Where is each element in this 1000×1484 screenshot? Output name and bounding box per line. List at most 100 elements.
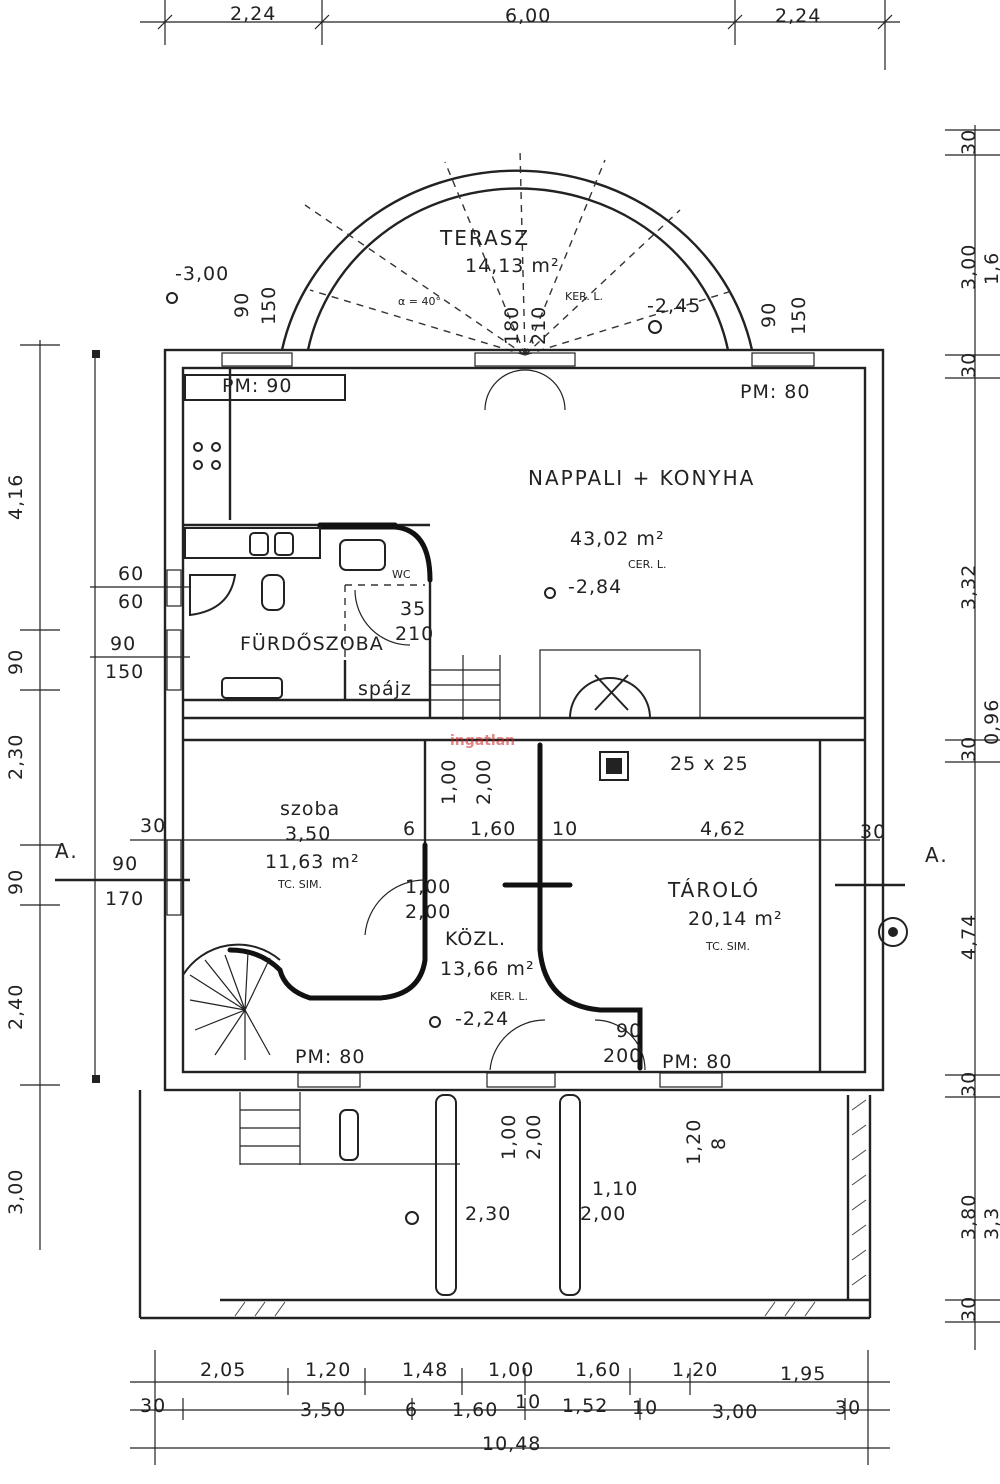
door-front1-h: 2,00: [523, 1114, 545, 1160]
bottom2-dim-4: 1,60: [452, 1399, 498, 1421]
dim-wall-6: 6: [403, 818, 416, 840]
right-dim-9: 30: [958, 1296, 980, 1322]
living-area: 43,02 m²: [570, 528, 665, 550]
terrace-area: 14,13 m²: [465, 255, 560, 277]
storage-floor: TC. SIM.: [705, 940, 750, 953]
door-swings: [354, 369, 646, 1071]
bottom-total: 10,48: [482, 1433, 541, 1455]
gas-meter-circle: [878, 917, 908, 947]
living-name: NAPPALI + KONYHA: [528, 466, 755, 490]
door-side-w: 1,20: [683, 1119, 705, 1165]
door-side-h: 8: [708, 1137, 730, 1150]
door-taro-h: 200: [603, 1045, 642, 1067]
win3-h: 170: [105, 888, 144, 910]
door-main-h: 2,00: [473, 759, 495, 805]
storage-name: TÁROLÓ: [667, 878, 760, 902]
left-dim-3: 2,30: [5, 734, 27, 780]
level-marker: [648, 320, 662, 334]
vent-label: 25 x 25: [670, 753, 749, 775]
hall-name: KÖZL.: [445, 927, 506, 950]
room-floor: TC. SIM.: [277, 878, 322, 891]
outer-walls: [163, 348, 885, 1092]
bottom2-dim-9: 30: [835, 1397, 861, 1419]
win1-h: 60: [118, 591, 144, 613]
top-dim-left: 2,24: [230, 3, 276, 25]
window-labels: PM: 90 PM: 80 PM: 80 PM: 80: [222, 375, 809, 1073]
terrace-level-left: -3,00: [175, 263, 229, 285]
room-labels: NAPPALI + KONYHA 43,02 m² CER. L. -2,84 …: [240, 466, 782, 1030]
level-marker: [544, 587, 556, 599]
terrace-angle: α = 40°: [398, 295, 441, 308]
bottom-dim-5: 1,60: [575, 1359, 621, 1381]
top-dim-right: 2,24: [775, 5, 821, 27]
terrace-arc: TERASZ 14,13 m² KER. L. -2,45 -3,00 α = …: [166, 149, 810, 356]
right-edge-2: 0,96: [981, 699, 1000, 745]
hall-area: 13,66 m²: [440, 958, 535, 980]
win2-h: 150: [105, 661, 144, 683]
left-dim-2: 90: [5, 649, 27, 675]
bath-door-w: 35: [400, 598, 426, 620]
room-width: 3,50: [285, 823, 331, 845]
spiral-stair: [182, 943, 281, 1060]
bottom-dim-1: 2,05: [200, 1359, 246, 1381]
bathroom-fixtures: [189, 574, 425, 699]
door-taro-w: 90: [616, 1020, 642, 1042]
right-dimension-line: 30 3,00 30 3,32 30 4,74 30 3,80 30 1,6 0…: [835, 125, 1000, 1350]
right-dim-8: 3,80: [958, 1194, 980, 1240]
left-dim-5: 2,40: [5, 984, 27, 1030]
curved-partitions: [227, 522, 643, 1071]
terrace-door-left-h: 150: [258, 286, 280, 325]
bottom-dimension-lines: 2,05 1,20 1,48 1,00 1,60 1,20 1,95 30 3,…: [130, 1350, 890, 1465]
right-dim-5: 30: [958, 736, 980, 762]
hall-floor: KER. L.: [490, 990, 528, 1003]
bottom2-dim-8: 3,00: [712, 1401, 758, 1423]
terrace-door-left-w: 90: [231, 292, 253, 318]
door-front2-h: 2,00: [580, 1203, 626, 1225]
right-dim-1: 30: [958, 129, 980, 155]
bottom2-dim-3: 6: [405, 1399, 418, 1421]
bottom-dim-3: 1,48: [402, 1359, 448, 1381]
left-dim-6: 3,00: [5, 1169, 27, 1215]
window-label: PM: 80: [295, 1046, 365, 1068]
door-hall-h: 2,00: [405, 901, 451, 923]
wc-label: WC: [392, 568, 411, 581]
bottom2-dim-6: 1,52: [562, 1395, 608, 1417]
terrace-floor: KER. L.: [565, 290, 603, 303]
vent-shaft: [599, 751, 629, 781]
terrace-door-right-h: 150: [788, 296, 810, 335]
bottom2-dim-5: 10: [515, 1391, 541, 1413]
dim-hall-width: 1,60: [470, 818, 516, 840]
terrace-level: -2,45: [647, 295, 701, 317]
terrace-door-center-w: 180: [501, 306, 523, 345]
level-marker: [429, 1016, 441, 1028]
stairs-center: [430, 655, 501, 720]
right-dim-2: 3,00: [958, 244, 980, 290]
dim-wall-right: 30: [860, 821, 886, 843]
door-hall-w: 1,00: [405, 876, 451, 898]
bottom2-dim-2: 3,50: [300, 1399, 346, 1421]
right-dim-3: 30: [958, 352, 980, 378]
hall-level: -2,24: [455, 1008, 509, 1030]
door-front2-w: 1,10: [592, 1178, 638, 1200]
win2-w: 90: [110, 633, 136, 655]
bottom-dim-7: 1,95: [780, 1363, 826, 1385]
bottom-dim-6: 1,20: [672, 1359, 718, 1381]
top-dim-center: 6,00: [505, 5, 551, 27]
right-edge-3: 3,3: [981, 1207, 1000, 1240]
right-dim-6: 4,74: [958, 914, 980, 960]
internal-walls: [183, 368, 865, 1072]
left-dim-1: 4,16: [5, 474, 27, 520]
dim-storage-width: 4,62: [700, 818, 746, 840]
bath-door-h: 210: [395, 623, 434, 645]
living-floor: CER. L.: [628, 558, 667, 571]
door-front1-w: 1,00: [498, 1114, 520, 1160]
interior-dims: 1,60 10 4,62 6 30 30 1,00 2,00 1,00 2,00…: [130, 759, 886, 1225]
dim-wall-left: 30: [140, 815, 166, 837]
terrace-door-right-w: 90: [758, 302, 780, 328]
bottom2-dim-1: 30: [140, 1395, 166, 1417]
door-main-w: 1,00: [438, 759, 460, 805]
living-level: -2,84: [568, 576, 622, 598]
right-dim-4: 3,32: [958, 564, 980, 610]
top-dimension-line: 2,24 6,00 2,24: [140, 0, 900, 70]
